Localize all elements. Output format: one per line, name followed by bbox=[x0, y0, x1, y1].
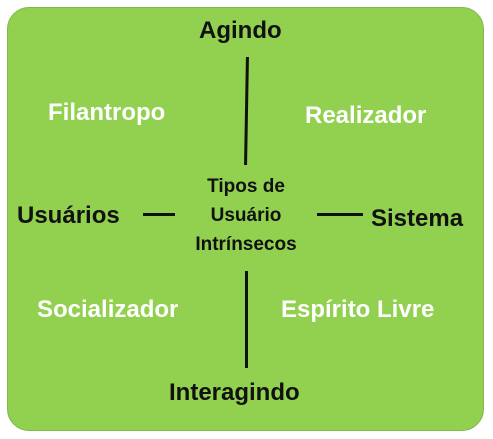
quadrant-top-right-label: Realizador bbox=[305, 102, 427, 129]
line-left bbox=[143, 213, 175, 216]
line-down bbox=[245, 271, 248, 368]
quadrant-bottom-left-label: Socializador bbox=[37, 296, 179, 323]
axis-right-label: Sistema bbox=[371, 205, 464, 232]
center-label-line-3: Intrínsecos bbox=[195, 234, 297, 255]
axis-bottom-label: Interagindo bbox=[169, 379, 300, 406]
center-label-line-1: Tipos de bbox=[207, 176, 285, 197]
quadrant-top-left-label: Filantropo bbox=[48, 99, 166, 126]
axis-top-label: Agindo bbox=[199, 17, 282, 44]
line-right bbox=[317, 213, 363, 216]
center-label-line-2: Usuário bbox=[210, 205, 282, 226]
center-label: Tipos de Usuário Intrínsecos bbox=[176, 172, 316, 259]
quadrant-bottom-right-label: Espírito Livre bbox=[281, 296, 435, 323]
axis-left-label: Usuários bbox=[17, 202, 120, 229]
